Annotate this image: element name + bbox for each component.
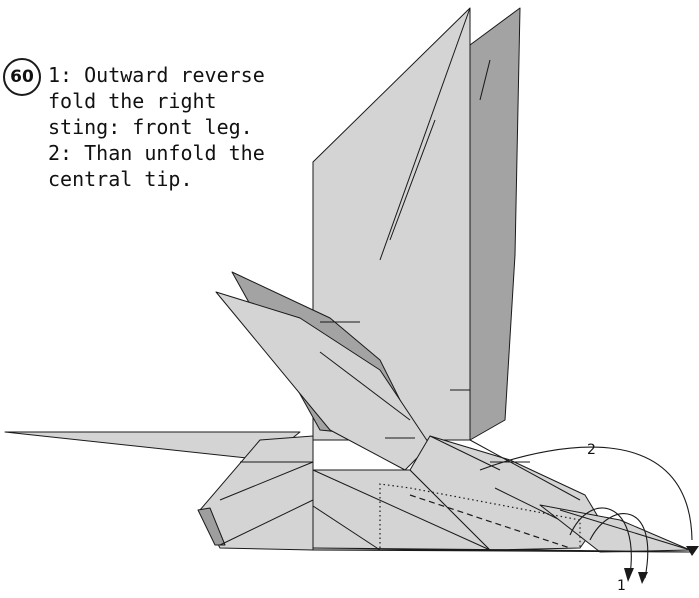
instruction-line: fold the right (48, 88, 288, 114)
arrow-label-2: 2 (587, 442, 596, 458)
instruction-text: 1: Outward reverse fold the right sting:… (48, 62, 288, 192)
arrow-2-head (686, 546, 699, 556)
instruction-line: 1: Outward reverse (48, 62, 288, 88)
instruction-line: sting: front leg. (48, 114, 288, 140)
step-number: 60 (10, 67, 34, 87)
arrow-1b-head (638, 572, 648, 584)
instruction-line: 2: Than unfold the (48, 140, 288, 166)
arrow-label-1: 1 (617, 578, 626, 594)
instruction-line: central tip. (48, 166, 288, 192)
step-number-badge: 60 (3, 58, 41, 96)
